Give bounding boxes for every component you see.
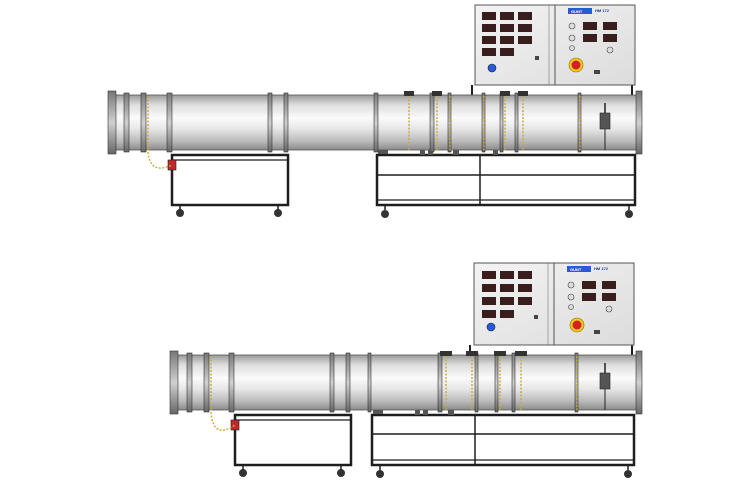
control-panel-top: GUNT HM 172: [474, 4, 636, 86]
power-switch-icon[interactable]: [486, 322, 496, 332]
panel-code: HM 172: [595, 8, 610, 13]
emergency-stop-icon[interactable]: [568, 57, 584, 73]
brand-badge-label: GUNT: [571, 9, 583, 14]
panel-code: HM 172: [594, 266, 609, 271]
brand-badge: [568, 8, 592, 14]
caster-wheel-icon: [376, 470, 384, 478]
control-panel-bottom: GUNT HM 172: [473, 262, 635, 346]
brand-badge: [567, 266, 591, 272]
duct-bottom: [169, 350, 643, 431]
caster-wheel-icon: [176, 209, 184, 217]
support-frame-left: [167, 153, 290, 217]
brand-badge-label: GUNT: [570, 267, 582, 272]
caster-wheel-icon: [625, 210, 633, 218]
support-frame-right: [375, 146, 637, 218]
duct-top: [107, 90, 643, 169]
test-rig-top: GUNT HM 172: [107, 4, 643, 218]
caster-wheel-icon: [624, 470, 632, 478]
caster-wheel-icon: [337, 469, 345, 477]
support-frame-left: [230, 413, 353, 477]
caster-wheel-icon: [239, 469, 247, 477]
emergency-stop-icon[interactable]: [569, 317, 585, 333]
support-frame-right: [370, 406, 636, 478]
test-rig-bottom: GUNT HM 172: [169, 262, 643, 478]
power-switch-icon[interactable]: [487, 63, 497, 73]
caster-wheel-icon: [274, 209, 282, 217]
caster-wheel-icon: [381, 210, 389, 218]
